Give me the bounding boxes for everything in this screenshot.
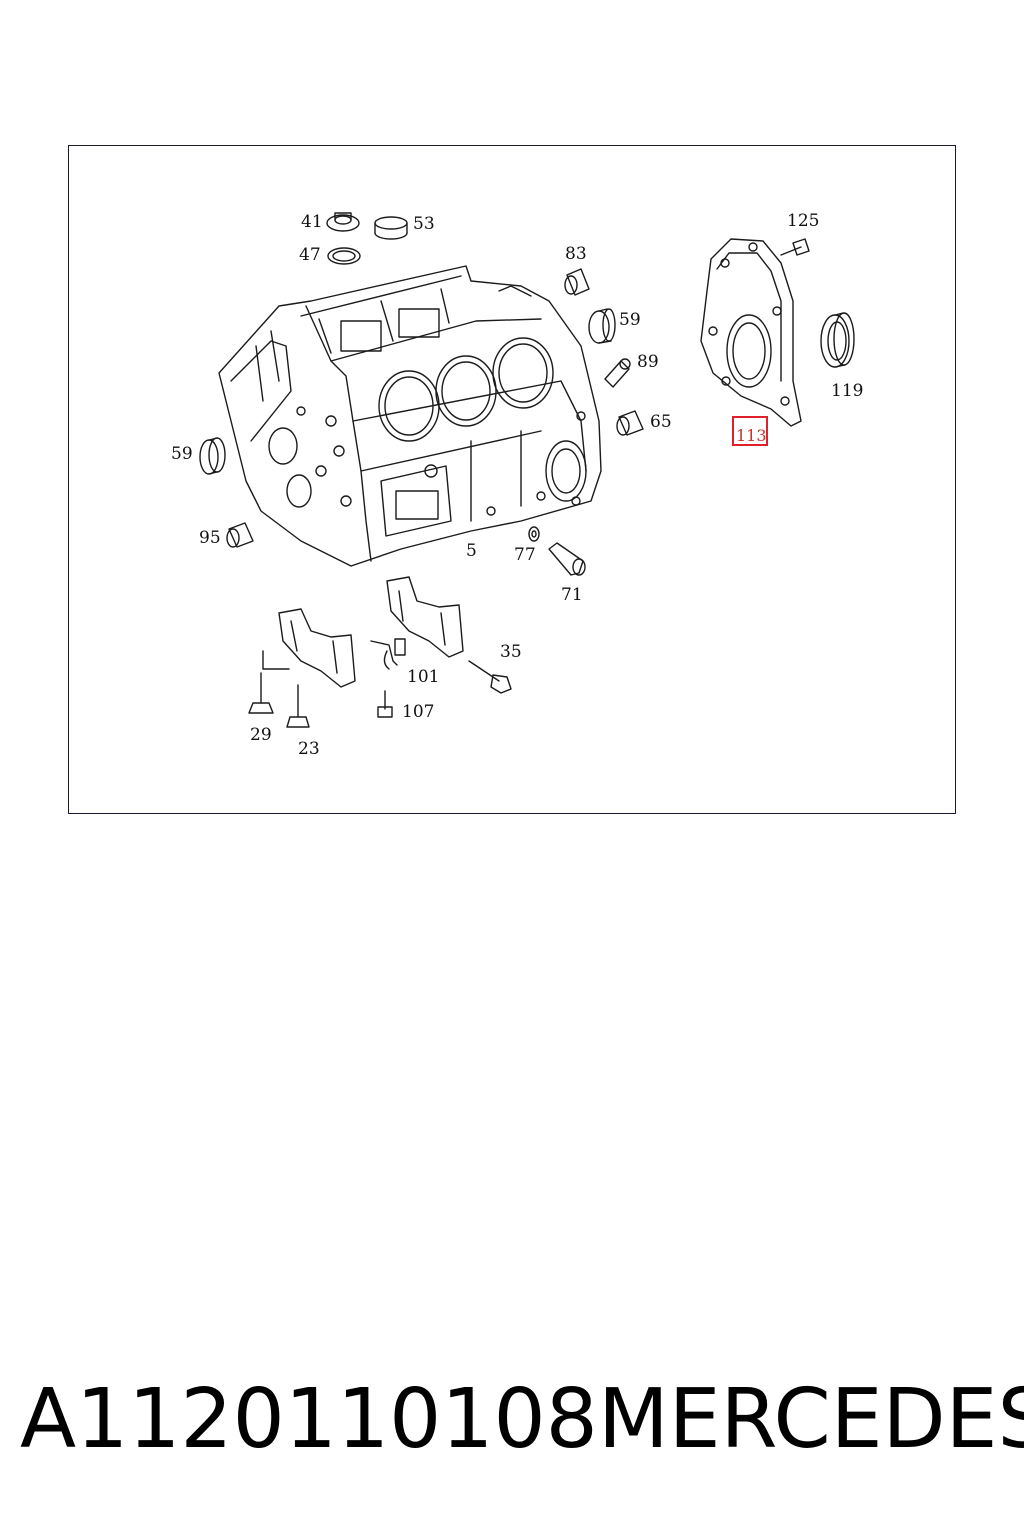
callout-23: 23 — [298, 739, 320, 759]
sensor-part-71 — [548, 542, 586, 576]
exploded-parts-drawing — [199, 212, 855, 728]
callout-41: 41 — [301, 212, 323, 232]
bushing-part-83 — [564, 268, 590, 296]
callout-5: 5 — [466, 541, 477, 561]
plug-part-41 — [326, 212, 360, 232]
callout-29: 29 — [250, 725, 272, 745]
sleeve-part-53 — [374, 216, 408, 240]
rear-cover-part-113 — [700, 238, 802, 427]
washer-part-77 — [528, 526, 540, 542]
bearing-cap-part-left — [278, 608, 356, 688]
callout-59-left: 59 — [171, 444, 193, 464]
callout-35: 35 — [500, 642, 522, 662]
brand-name: MERCEDES — [598, 1372, 1024, 1467]
callout-89: 89 — [637, 352, 659, 372]
callout-101: 101 — [407, 667, 440, 687]
callout-65: 65 — [650, 412, 672, 432]
oil-nozzle-part-101 — [370, 638, 406, 670]
callout-53: 53 — [413, 214, 435, 234]
callout-47: 47 — [299, 245, 321, 265]
bolt-part-125 — [780, 238, 810, 256]
diagram-frame: 41 53 47 83 125 59 89 119 65 113 59 95 5… — [68, 145, 956, 814]
bolt-part-107 — [377, 690, 393, 718]
callout-59-right: 59 — [619, 310, 641, 330]
highlight-box-113 — [732, 416, 768, 446]
callout-125: 125 — [787, 211, 820, 231]
callout-83: 83 — [565, 244, 587, 264]
bolt-part-29 — [248, 650, 290, 714]
bolt-part-35 — [468, 660, 512, 694]
callout-119: 119 — [831, 381, 864, 401]
shaft-seal-part-119 — [820, 312, 855, 368]
part-number: A1120110108 — [20, 1372, 598, 1467]
sleeve-part-59-right — [588, 308, 616, 344]
bearing-cap-part-right — [386, 576, 464, 658]
bushing-part-95 — [226, 522, 254, 548]
callout-107: 107 — [402, 702, 435, 722]
pin-part-89 — [604, 358, 631, 388]
callout-95: 95 — [199, 528, 221, 548]
bushing-part-65 — [616, 410, 644, 436]
callout-71: 71 — [561, 585, 583, 605]
callout-77: 77 — [514, 545, 536, 565]
sleeve-part-59-left — [199, 437, 226, 475]
bolt-part-23 — [286, 684, 310, 728]
caption: A1120110108 MERCEDES — [0, 1372, 1024, 1472]
engine-block-part — [218, 265, 602, 567]
seal-ring-part-47 — [327, 247, 361, 265]
callout-113-highlighted: 113 — [736, 426, 767, 445]
